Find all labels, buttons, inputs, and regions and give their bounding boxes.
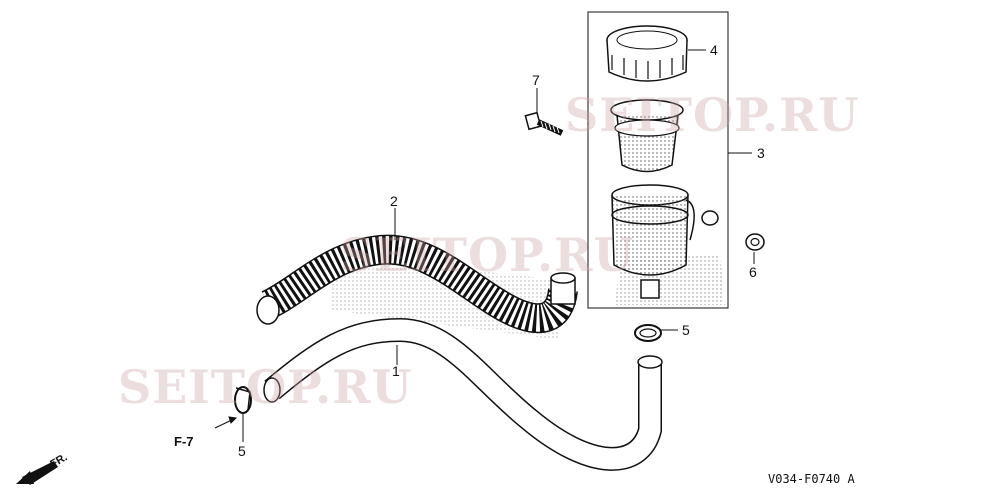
callout-2: 2 [390,193,398,209]
callout-5-lower: 5 [238,443,246,459]
callout-3: 3 [757,145,765,161]
filter-body [611,184,695,299]
callout-6: 6 [749,264,757,280]
front-direction-arrow-icon [16,461,58,485]
callout-5-upper: 5 [682,322,690,338]
filter-cap [606,25,688,82]
callout-1: 1 [392,363,400,379]
callout-7: 7 [532,72,540,88]
watermark: SEITOP.RU [565,88,860,142]
callout-4: 4 [710,42,718,58]
bolt [524,111,564,136]
reference-label: F-7 [174,434,194,449]
grommet [701,210,719,226]
nut [745,233,765,251]
clamp-upper [634,324,662,342]
watermark: SEITOP.RU [340,228,635,282]
watermark: SEITOP.RU [118,360,413,414]
filter-element [610,99,684,173]
leader-lines [214,49,755,442]
filter-assembly-frame [587,11,729,309]
clamp-lower [234,386,252,414]
diagram-code: V034-F0740 A [768,472,855,486]
corrugated-duct [256,234,578,334]
hose [263,317,663,471]
